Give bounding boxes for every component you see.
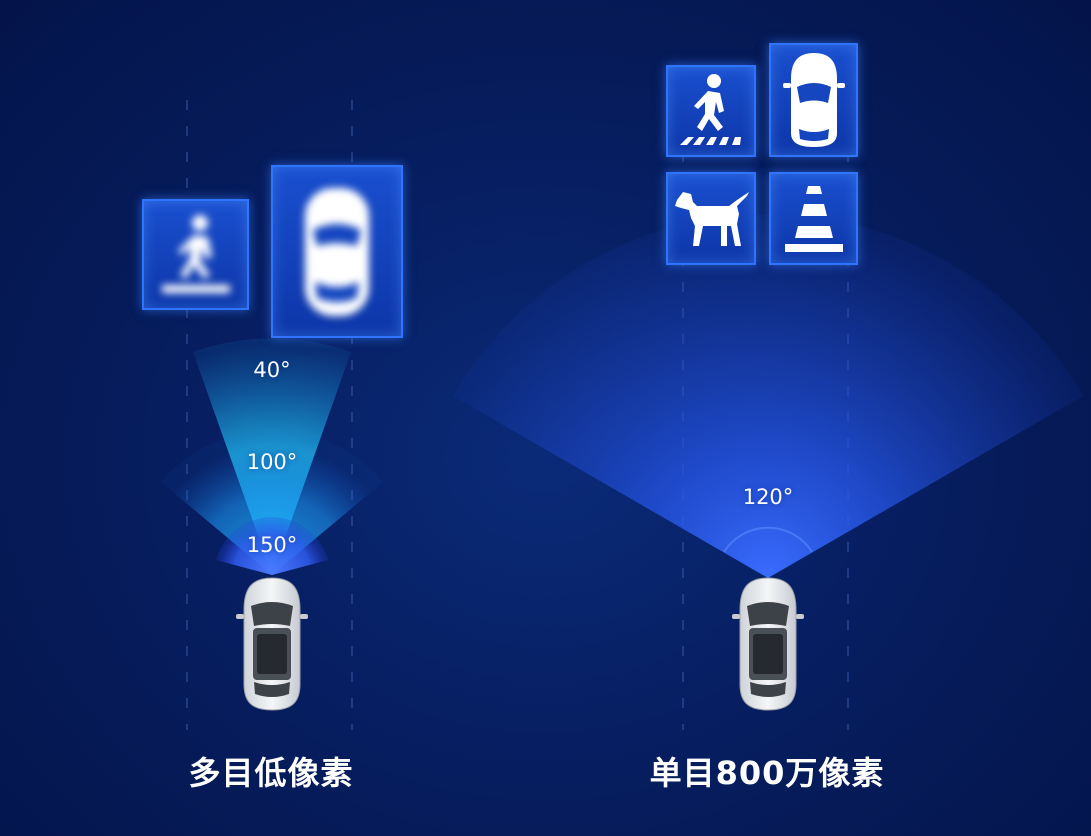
traffic-cone-tile <box>769 172 858 265</box>
right-caption: 单目800万像素 <box>649 754 885 792</box>
car-top-icon <box>782 53 845 147</box>
car-tile <box>271 165 403 338</box>
pedestrian-crossing-icon <box>680 74 741 145</box>
fov-beam-100 <box>161 430 383 575</box>
car-tile-sharp <box>769 43 858 157</box>
car-left <box>236 577 308 711</box>
car-top-icon <box>305 187 369 316</box>
pedestrian-icon <box>161 214 230 293</box>
fov-label-40: 40° <box>253 358 291 382</box>
pedestrian-crossing-tile <box>666 65 756 157</box>
left-caption: 多目低像素 <box>188 754 354 792</box>
fov-label-150: 150° <box>246 533 298 557</box>
dog-icon <box>675 191 749 246</box>
pedestrian-tile <box>142 199 249 310</box>
fov-beam-120 <box>453 214 1083 578</box>
fov-beam-150 <box>216 517 328 575</box>
car-right <box>732 577 804 711</box>
fov-label-120: 120° <box>742 485 794 509</box>
fov-arc-120 <box>723 526 813 553</box>
dog-tile <box>666 172 756 265</box>
fov-label-100: 100° <box>246 450 298 474</box>
traffic-cone-icon <box>784 185 843 252</box>
